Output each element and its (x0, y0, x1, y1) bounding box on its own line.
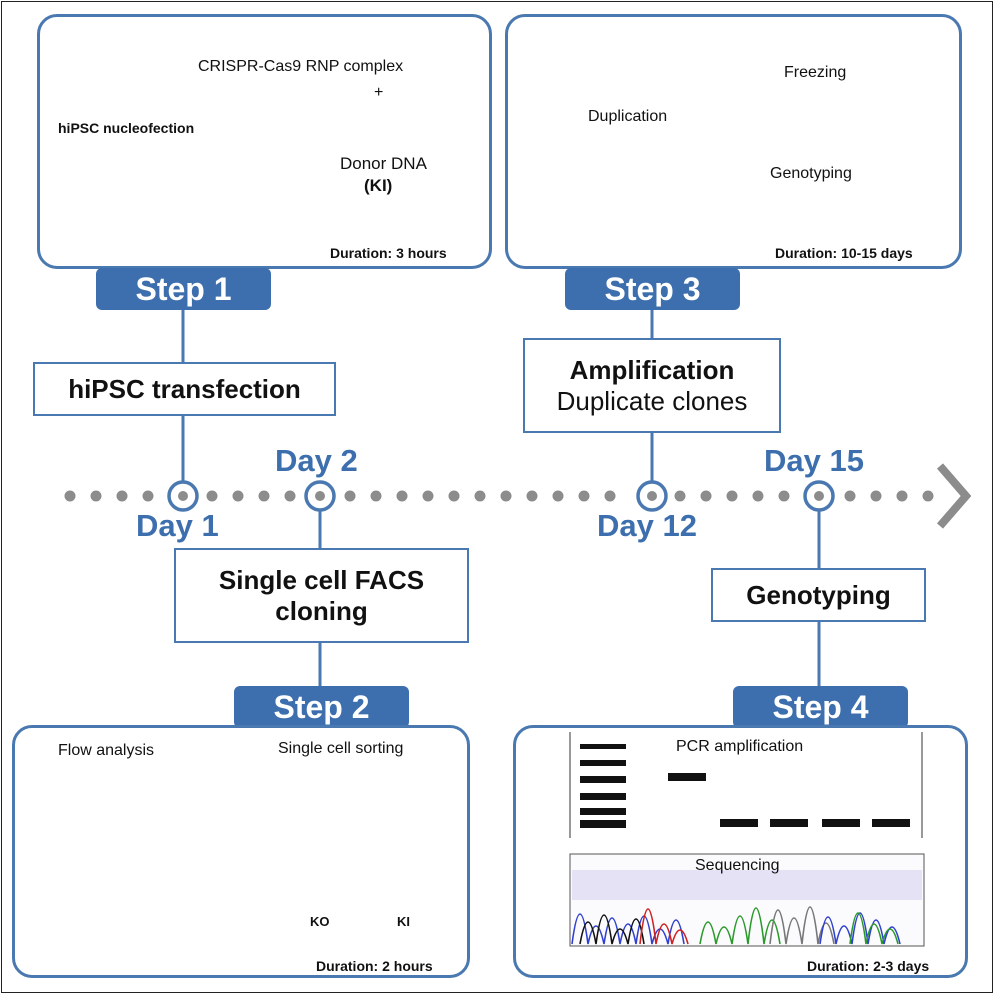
step3-box: Amplification Duplicate clones (523, 338, 781, 433)
step4-box-label: Genotyping (746, 579, 891, 610)
day2-label: Day 2 (275, 443, 358, 478)
step1-tab: Step 1 (96, 268, 271, 310)
ki-plate-label: KI (397, 914, 410, 929)
step2-box: Single cell FACS cloning (174, 548, 469, 643)
step3-tab: Step 3 (565, 268, 740, 310)
step1-box: hiPSC transfection (33, 362, 336, 416)
step2-duration: Duration: 2 hours (316, 958, 433, 974)
step4-duration: Duration: 2-3 days (807, 958, 930, 974)
step2-tab: Step 2 (234, 686, 409, 728)
step3-box-title: Amplification (569, 354, 735, 385)
step4-box: Genotyping (711, 568, 926, 622)
sequencing-chromatogram-icon (569, 853, 925, 947)
flow-analysis-label: Flow analysis (58, 742, 155, 759)
step2-panel (12, 725, 470, 978)
step2-box-line1: Single cell FACS (218, 564, 425, 595)
rnp-complex-label: CRISPR-Cas9 RNP complex (198, 58, 404, 75)
day15-label: Day 15 (764, 443, 864, 478)
nucleofection-label: hiPSC nucleofection (58, 120, 195, 136)
step1-box-label: hiPSC transfection (68, 373, 301, 404)
single-cell-sorting-label: Single cell sorting (278, 740, 404, 757)
timeline-arrowhead-icon (936, 463, 972, 529)
plus-sign: + (374, 84, 384, 101)
pcr-amplification-label: PCR amplification (676, 738, 804, 755)
step3-panel (505, 14, 962, 269)
step2-box-line2: cloning (275, 595, 368, 626)
freezing-label: Freezing (784, 64, 847, 81)
ko-label: KO (310, 914, 330, 929)
step3-box-subtitle: Duplicate clones (556, 385, 748, 416)
ki-label: (KI) (364, 176, 393, 195)
step1-duration: Duration: 3 hours (330, 245, 447, 261)
pcr-gel-icon (569, 732, 923, 838)
genotyping-plate-label: Genotyping (770, 165, 852, 182)
sequencing-label: Sequencing (695, 857, 780, 874)
day1-label: Day 1 (136, 508, 219, 543)
duplication-label: Duplication (588, 108, 668, 125)
donor-dna-label: Donor DNA (340, 154, 427, 173)
step4-tab: Step 4 (733, 686, 908, 728)
timeline-dots (64, 490, 934, 502)
step4-panel (513, 725, 968, 978)
step3-duration: Duration: 10-15 days (775, 245, 913, 261)
day12-label: Day 12 (597, 508, 697, 543)
step1-panel (37, 14, 492, 269)
